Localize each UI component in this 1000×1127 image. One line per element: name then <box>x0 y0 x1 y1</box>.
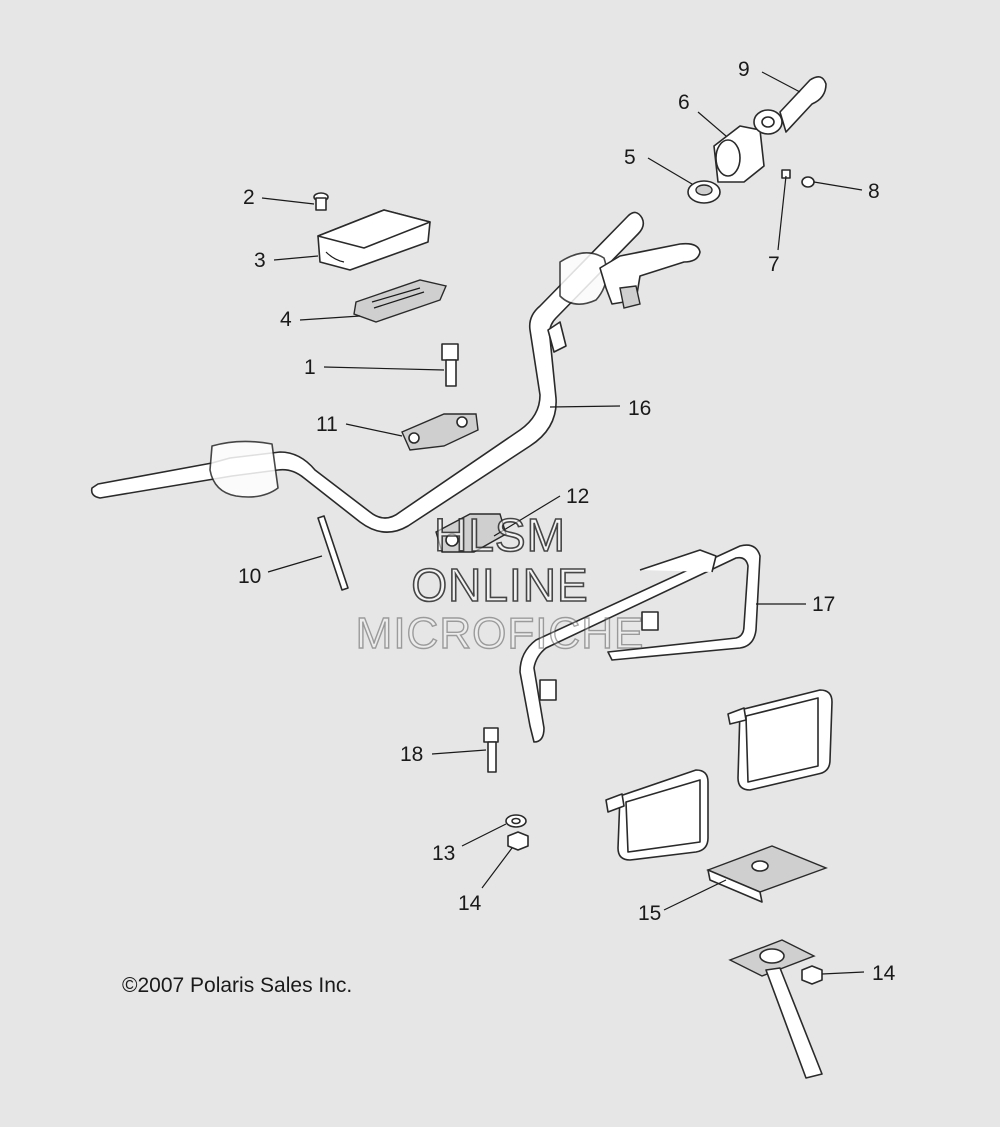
bushing-part <box>687 180 721 204</box>
leader-lines <box>261 71 865 975</box>
mounting-plate-part <box>353 279 447 323</box>
bracket-bolt-part <box>483 727 499 773</box>
lower-clamp-part <box>435 513 507 553</box>
callout-5: 5 <box>624 146 636 169</box>
callout-13: 13 <box>432 842 456 865</box>
callout-7: 7 <box>768 253 780 276</box>
callout-16: 16 <box>628 397 652 420</box>
headlight-post-part <box>728 939 823 1079</box>
callout-17: 17 <box>812 593 836 616</box>
light-mounting-plate-part <box>706 845 828 903</box>
watermark-line-1: HLSM <box>433 509 566 561</box>
callout-4: 4 <box>280 308 292 331</box>
callout-14-lower: 14 <box>872 962 896 985</box>
nut-part <box>507 831 529 851</box>
cable-tie-part <box>317 515 349 591</box>
small-nut-part <box>801 176 815 188</box>
callout-18: 18 <box>400 743 424 766</box>
callout-15: 15 <box>638 902 662 925</box>
headlight-part-lower <box>605 769 709 861</box>
callout-14-upper: 14 <box>458 892 482 915</box>
grip-part <box>753 76 827 135</box>
washer-part <box>505 814 527 828</box>
handlebar-cover-part <box>317 209 431 271</box>
handlebar-part <box>90 211 701 533</box>
bolt-part <box>441 343 459 387</box>
callout-9: 9 <box>738 58 750 81</box>
headlight-part-upper <box>727 689 833 791</box>
handlebar-clamp-part <box>401 413 479 451</box>
callout-10: 10 <box>238 565 262 588</box>
watermark-line-2: ONLINE <box>411 559 589 611</box>
screw-part <box>313 192 329 211</box>
lower-nut-part <box>801 965 823 985</box>
callout-8: 8 <box>868 180 880 203</box>
callout-12: 12 <box>566 485 590 508</box>
throttle-housing-part <box>713 125 765 183</box>
light-bracket-part <box>519 544 761 743</box>
callout-11: 11 <box>316 413 338 436</box>
callout-2: 2 <box>243 186 255 209</box>
copyright-notice: ©2007 Polaris Sales Inc. <box>122 974 353 997</box>
callout-3: 3 <box>254 249 266 272</box>
watermark-line-3: MICROFICHE <box>355 609 645 658</box>
callout-6: 6 <box>678 91 690 114</box>
callout-1: 1 <box>304 356 316 379</box>
